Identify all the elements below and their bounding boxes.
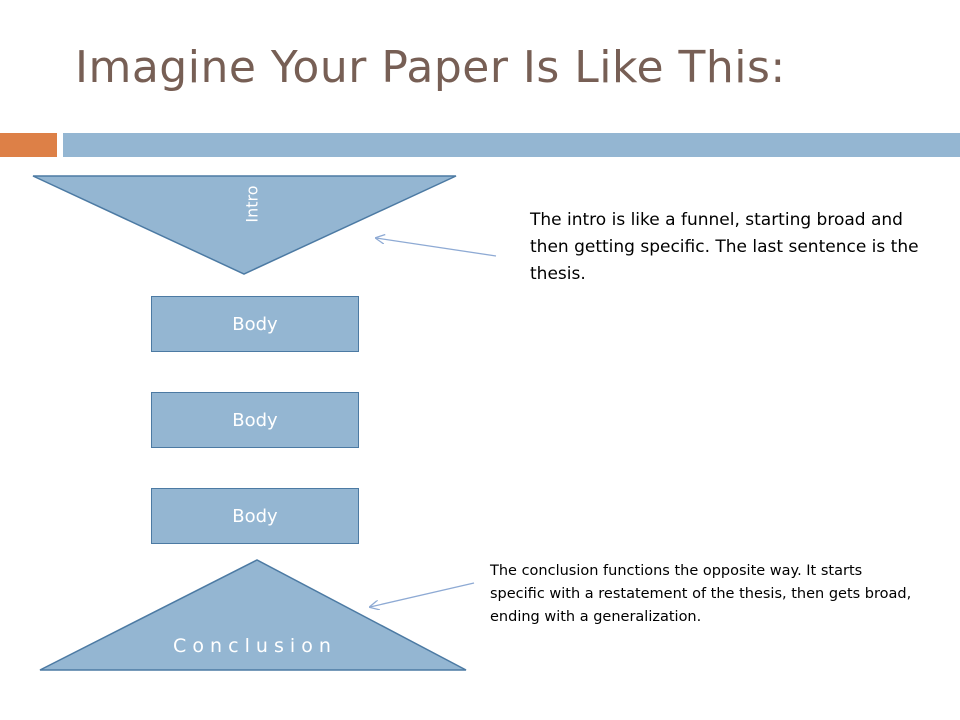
title-accent-bar — [0, 133, 57, 157]
slide-title: Imagine Your Paper Is Like This: — [75, 42, 786, 93]
conclusion-explanation: The conclusion functions the opposite wa… — [490, 563, 912, 625]
title-underline-bar — [63, 133, 960, 157]
intro-funnel-shape — [32, 175, 457, 275]
conclusion-label: C o n c l u s i o n — [173, 635, 331, 657]
body-paragraph-box-1: Body — [151, 296, 359, 352]
intro-explanation: The intro is like a funnel, starting bro… — [530, 210, 919, 284]
intro-label: Intro — [243, 185, 262, 222]
body-paragraph-box-3: Body — [151, 488, 359, 544]
intro-pointer-arrow — [376, 238, 497, 257]
body-paragraph-box-2: Body — [151, 392, 359, 448]
conclusion-pointer-arrow — [370, 582, 475, 607]
conclusion-pyramid-shape — [39, 559, 467, 671]
